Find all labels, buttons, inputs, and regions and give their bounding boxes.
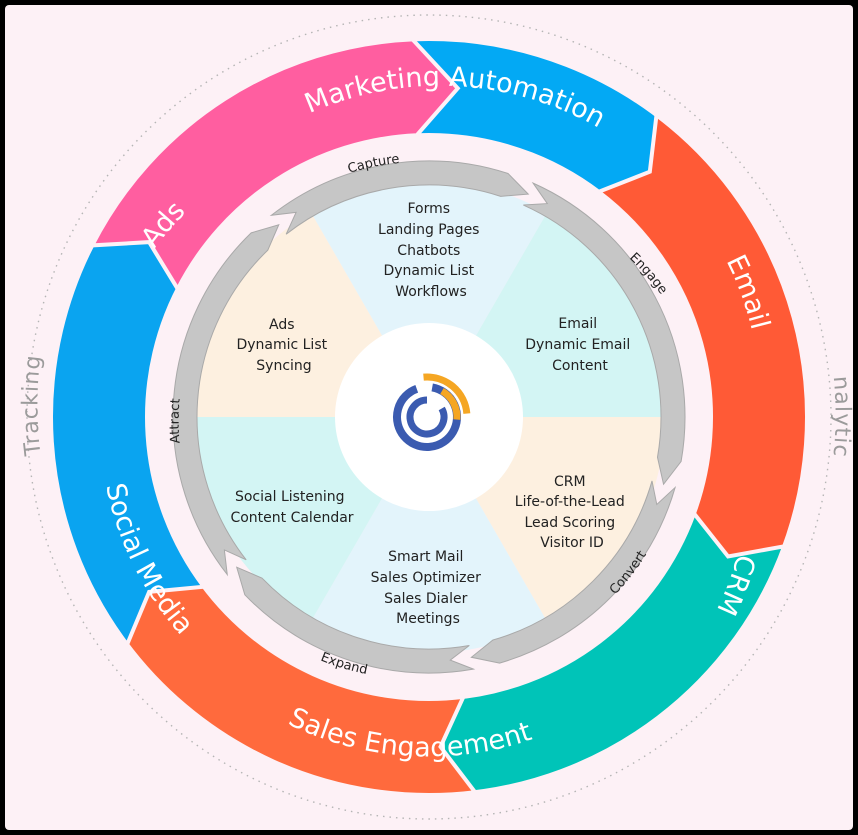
wedge-text-expand: Smart Mail Sales Optimizer Sales Dialer … — [371, 549, 486, 627]
wedge-line: Life-of-the-Lead — [515, 494, 625, 510]
wedge-line: Ads — [269, 317, 295, 333]
outer-dotted-ring — [26, 14, 832, 820]
wedge-expand — [311, 417, 547, 653]
stage-arrow-convert — [470, 480, 677, 664]
outer-ring — [49, 37, 809, 797]
wedge-line: CRM — [554, 474, 586, 490]
logo-orange-outer-arc — [423, 373, 471, 414]
wedge-line: Meetings — [396, 611, 460, 627]
wedge-line: Dynamic List — [236, 337, 327, 353]
wedge-text-capture: Forms Landing Pages Chatbots Dynamic Lis… — [378, 201, 484, 300]
stage-arrow-attract — [172, 223, 280, 577]
wedge-line: Workflows — [395, 284, 467, 300]
wedge-texts: Forms Landing Pages Chatbots Dynamic Lis… — [230, 201, 635, 627]
wedge-line: Content — [552, 358, 608, 374]
wedge-line: Social Listening — [235, 489, 345, 505]
outer-segment-ads — [88, 37, 461, 294]
wedge-text-convert: CRM Life-of-the-Lead Lead Scoring Visito… — [515, 474, 629, 551]
stage-label-attract: Attract — [168, 398, 184, 444]
wedge-line: Visitor ID — [540, 535, 604, 551]
wedge-line: Lead Scoring — [524, 515, 615, 531]
wedge-line: Chatbots — [397, 243, 460, 259]
logo-inner-arc — [406, 396, 448, 438]
wedge-line: Landing Pages — [378, 222, 479, 238]
logo-orange-inner-arc — [440, 387, 461, 420]
center-hub — [335, 323, 523, 511]
stage-arrow-capture — [269, 160, 530, 235]
wedge-line: Email — [558, 316, 597, 332]
wedge-text-attract-social: Social Listening Content Calendar — [230, 489, 353, 526]
wedge-text-engage: Email Dynamic Email Content — [525, 316, 635, 374]
wedge-line: Content Calendar — [230, 510, 353, 526]
wedge-line: Sales Optimizer — [371, 570, 481, 586]
wedge-capture — [311, 181, 547, 417]
side-label-tracking: Tracking — [18, 353, 46, 458]
wedge-line: Smart Mail — [388, 549, 463, 565]
stage-arrow-expand — [235, 566, 476, 674]
wedge-line: Dynamic Email — [525, 337, 630, 353]
wedge-text-attract-ads: Ads Dynamic List Syncing — [236, 317, 331, 374]
wedge-line: Forms — [407, 201, 450, 217]
wedge-line: Sales Dialer — [384, 591, 467, 607]
center-circle — [335, 323, 523, 511]
stage-arrow-engage — [523, 181, 686, 486]
wedge-line: Syncing — [256, 358, 311, 374]
wedge-line: Dynamic List — [383, 263, 474, 279]
stage-ring — [172, 160, 686, 674]
constantcontact-c-logo-icon — [393, 373, 471, 451]
outer-dotted-circle — [26, 14, 832, 820]
